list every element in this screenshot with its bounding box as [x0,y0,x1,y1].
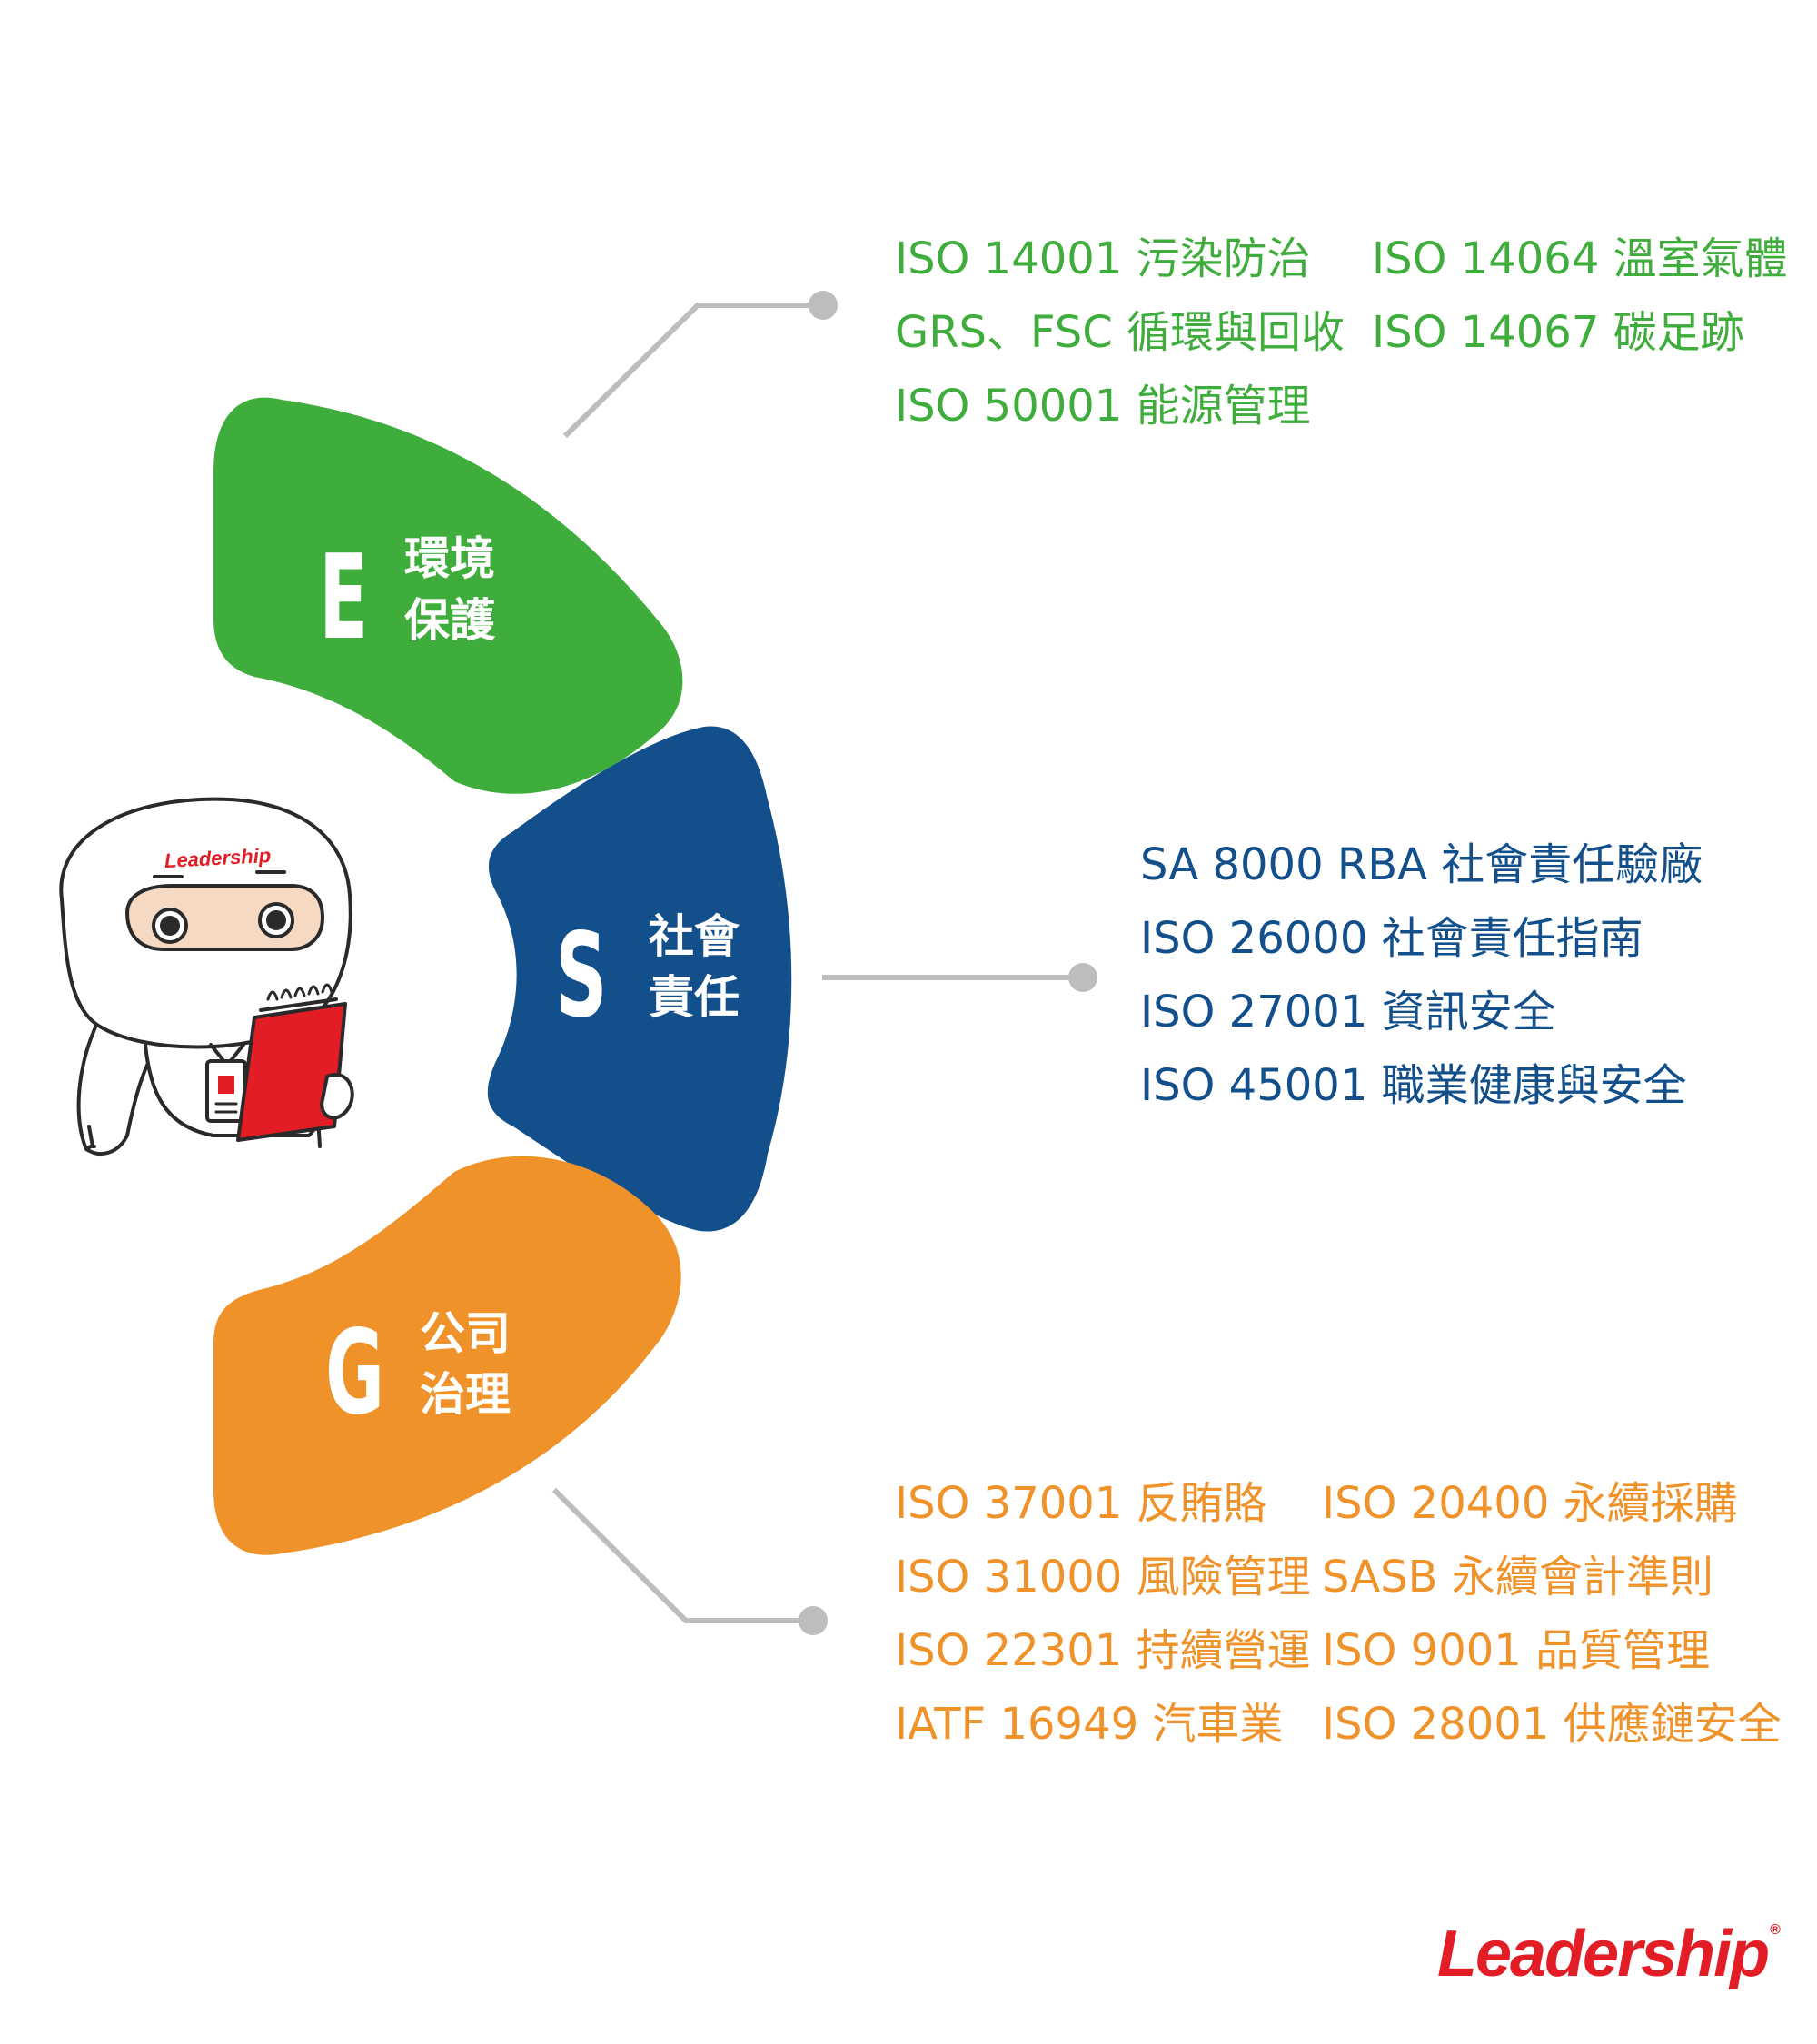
mascot-illustration [59,797,354,1156]
segment-s-letter: S [555,908,607,1044]
registered-mark: ® [1770,1922,1781,1938]
segment-g-label-line2: 治理 [420,1368,511,1421]
env-item: ISO 50001 能源管理 [895,381,1311,432]
gov-item: IATF 16949 汽車業 [895,1699,1284,1750]
segment-s-label-line1: 社會 [649,910,740,963]
gov-item: ISO 22301 持續營運 [895,1625,1311,1676]
social-item: ISO 45001 職業健康與安全 [1140,1060,1687,1111]
env-item: GRS、FSC 循環與回收 [895,307,1345,358]
segment-g-label-line1: 公司 [420,1307,511,1360]
gov-item: ISO 9001 品質管理 [1322,1625,1711,1676]
env-item: ISO 14064 溫室氣體 [1372,233,1788,284]
segment-social: S 社會 責任 [487,726,792,1232]
segment-g-letter: G [325,1305,384,1441]
social-item: ISO 26000 社會責任指南 [1140,913,1643,964]
segment-e-label-line1: 環境 [404,532,495,585]
gov-item: SASB 永續會計準則 [1322,1552,1713,1602]
env-item: ISO 14001 污染防治 [895,233,1311,284]
mascot-badge-text: Leadership [164,844,272,872]
gov-item: ISO 31000 風險管理 [895,1552,1311,1602]
social-item: ISO 27001 資訊安全 [1140,987,1556,1037]
segment-e-label-line2: 保護 [404,594,496,647]
gov-item: ISO 37001 反賄賂 [895,1478,1267,1529]
connector-s [822,963,1097,992]
social-item: SA 8000 RBA 社會責任驗廠 [1140,839,1703,890]
connector-e [562,291,838,439]
segment-s-label-line2: 責任 [649,971,740,1024]
connector-g [551,1487,828,1635]
gov-item: ISO 28001 供應鏈安全 [1322,1699,1782,1750]
segment-governance: G 公司 治理 [213,1156,681,1555]
brand-logo: Leadership® [1437,1917,1781,1991]
segment-environmental: E 環境 保護 [213,397,683,794]
segment-e-letter: E [319,531,368,666]
gov-item: ISO 20400 永續採購 [1322,1478,1738,1529]
env-item: ISO 14067 碳足跡 [1372,307,1744,358]
brand-logo-text: Leadership [1437,1918,1770,1990]
